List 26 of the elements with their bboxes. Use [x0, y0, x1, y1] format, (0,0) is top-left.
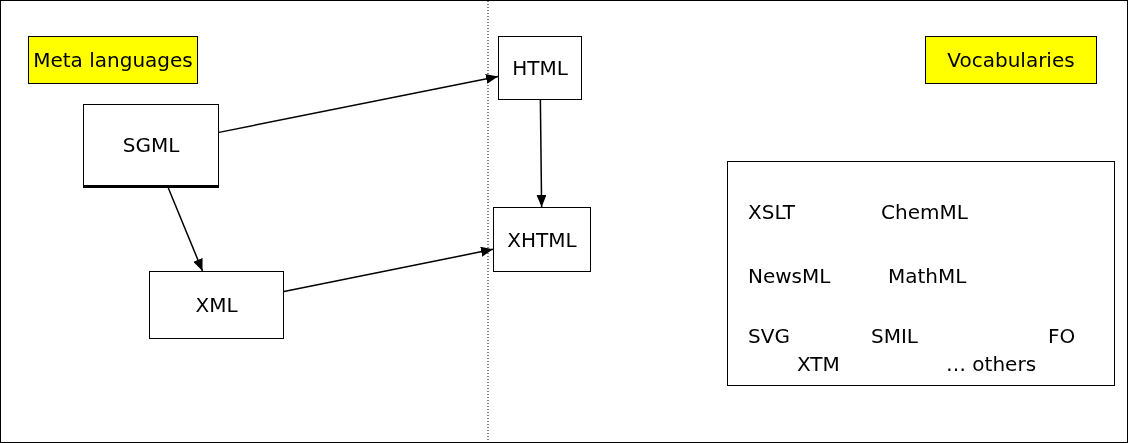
- vocabulary-name: NewsML: [748, 266, 831, 286]
- arrow: [218, 73, 499, 134]
- arrow: [167, 187, 204, 272]
- vocabulary-name: MathML: [888, 266, 967, 286]
- arrow: [283, 246, 494, 293]
- vocabulary-name: XTM: [797, 354, 840, 374]
- node-label: Vocabularies: [947, 47, 1075, 74]
- process-box: [498, 36, 582, 100]
- process-box: [493, 207, 591, 272]
- node-label: XHTML: [507, 226, 577, 254]
- vocabulary-name: … others: [946, 354, 1037, 374]
- arrow: [536, 99, 547, 208]
- highlight-label: [925, 36, 1097, 84]
- list-box: [727, 161, 1115, 386]
- process-box: [149, 271, 284, 339]
- node-label: SGML: [122, 132, 180, 159]
- node-label: Meta languages: [33, 47, 193, 74]
- process-box: [83, 104, 219, 188]
- node-label: HTML: [512, 55, 568, 82]
- vocabulary-name: SMIL: [871, 326, 918, 346]
- vocabulary-name: XSLT: [748, 202, 795, 222]
- highlight-label: [28, 36, 198, 84]
- vocabulary-name: FO: [1048, 326, 1076, 346]
- vocabulary-name: SVG: [748, 326, 790, 346]
- vocabulary-name: ChemML: [881, 202, 968, 222]
- node-label: XML: [195, 292, 238, 319]
